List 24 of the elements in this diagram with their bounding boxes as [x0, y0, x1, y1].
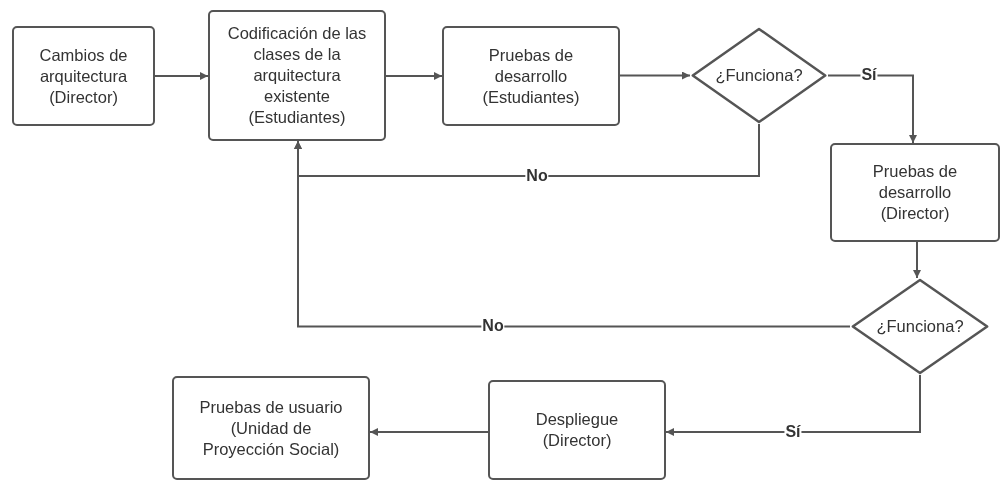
process-box	[830, 143, 1000, 242]
arrow	[385, 72, 443, 80]
process-box	[488, 380, 666, 480]
decision-diamond	[850, 278, 990, 375]
process-box	[208, 10, 386, 141]
node-text: Cambios de arquitectura (Director)	[38, 44, 129, 108]
arrow	[294, 140, 851, 328]
process-box	[12, 26, 155, 126]
node-text: ¿Funciona?	[876, 316, 964, 337]
node-text: Despliegue (Director)	[534, 409, 620, 451]
decision-diamond	[690, 27, 828, 124]
node-text: Pruebas de usuario (Unidad de Proyección Social)	[198, 396, 344, 460]
node-text: Pruebas de desarrollo (Estudiantes)	[481, 44, 581, 108]
arrow	[369, 428, 489, 436]
arrow	[154, 72, 209, 80]
arrow	[913, 241, 921, 279]
process-box	[442, 26, 620, 126]
arrow	[619, 71, 691, 80]
node-text: Pruebas de desarrollo (Director)	[871, 161, 959, 224]
arrow	[665, 374, 921, 436]
node-text: ¿Funciona?	[715, 65, 803, 86]
node-text: Codificación de las clases de la arquitectura existente (Estudiantes)	[226, 23, 368, 128]
arrow	[827, 74, 917, 144]
process-box	[172, 376, 370, 480]
